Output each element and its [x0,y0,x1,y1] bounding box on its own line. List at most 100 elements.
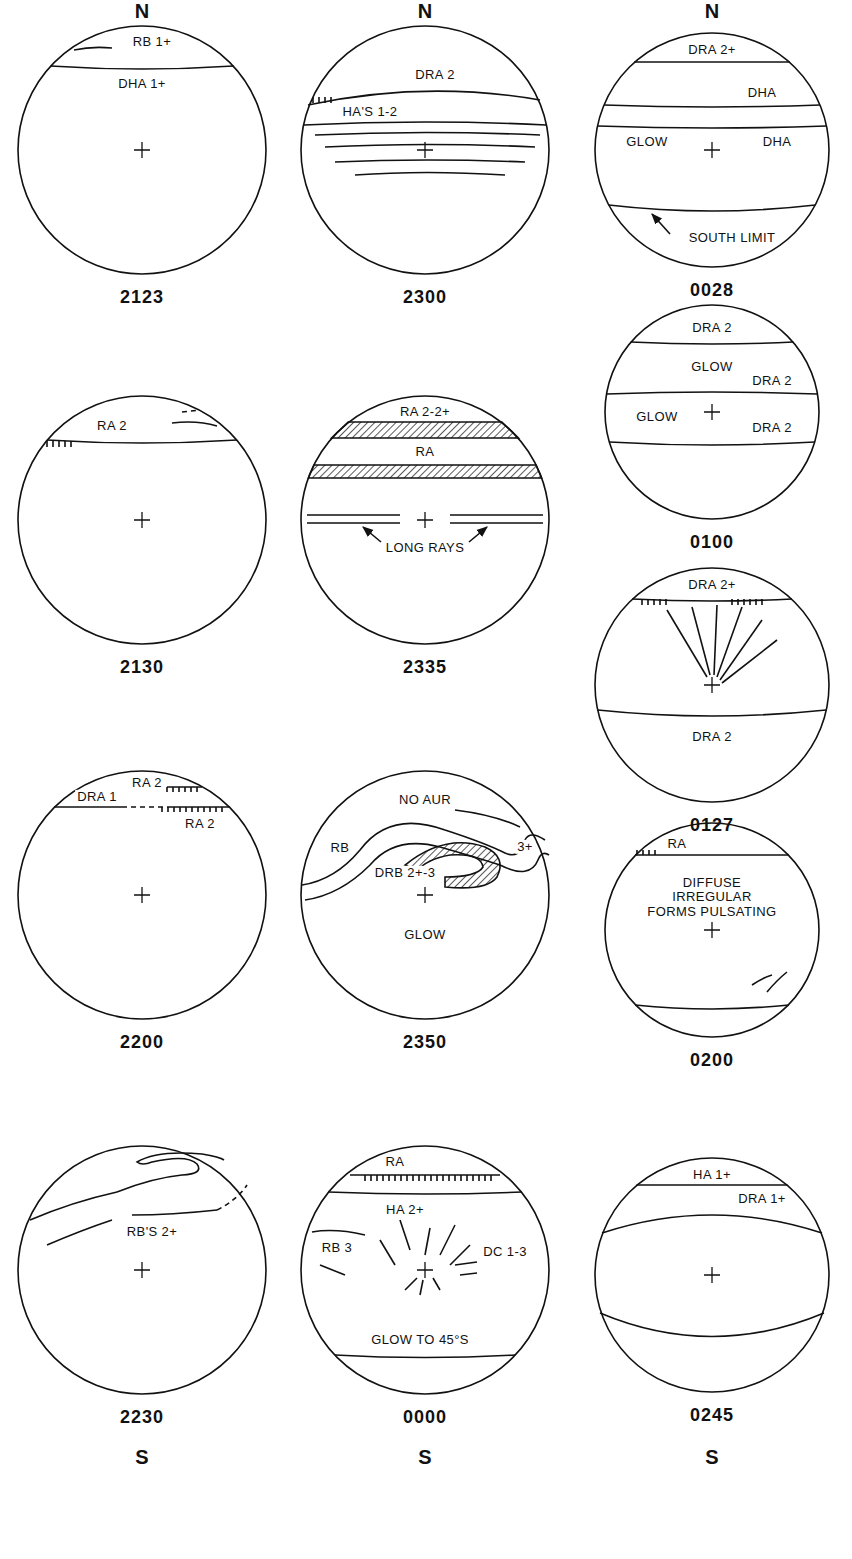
zenith-cross [704,677,720,693]
time-label: 0100 [690,532,734,553]
aurora-label: RB [329,841,352,855]
aurora-label: GLOW [689,360,734,374]
aurora-label: DRA 2 [750,374,794,388]
aurora-stroke [460,1273,477,1275]
aurora-stroke [767,972,787,992]
aurora-label: RA [666,837,689,851]
aurora-stroke [637,850,655,855]
time-label: 0245 [690,1405,734,1426]
aurora-stroke [328,1192,521,1194]
aurora-label: SOUTH LIMIT [687,231,778,245]
aurora-stroke [604,105,820,107]
aurora-stroke [335,160,525,162]
aurora-stroke [642,599,666,605]
sky-sketch [17,770,267,1020]
time-label: 2130 [120,657,164,678]
sky-sketch [300,395,550,645]
zenith-cross [417,1262,433,1278]
aurora-label: HA 1+ [691,1168,733,1182]
time-label: 2335 [403,657,447,678]
aurora-label: DRA 2 [750,421,794,435]
direction-label: N [135,0,149,23]
aurora-stroke [217,1185,247,1210]
aurora-stroke [332,422,519,438]
aurora-stroke [598,126,827,128]
aurora-label: DRA 2 [690,730,734,744]
aurora-stroke [455,1262,477,1265]
aurora-stroke [365,1175,491,1181]
aurora-stroke [450,1245,470,1265]
aurora-label: LONG RAYS [384,541,467,555]
sky-circle: RA 2 2130 [17,395,267,685]
aurora-stroke [469,527,487,542]
horizon-circle [301,771,549,1019]
direction-label: S [705,1446,718,1469]
aurora-label: HA 2+ [384,1203,426,1217]
sky-sketch [17,395,267,645]
zenith-cross [417,512,433,528]
aurora-stroke [182,410,200,412]
aurora-label: RA 2-2+ [398,405,452,419]
horizon-circle [595,568,829,802]
aurora-stroke [420,1280,423,1295]
aurora-label: DRB 2+-3 [373,866,438,880]
aurora-stroke [74,47,112,50]
aurora-stroke [380,1240,395,1265]
aurora-label: GLOW [634,410,679,424]
horizon-circle [18,771,266,1019]
time-label: 0200 [690,1050,734,1071]
horizon-circle [18,26,266,274]
horizon-circle [595,33,829,267]
aurora-label: GLOW TO 45°S [369,1333,471,1347]
aurora-label: DIFFUSE IRREGULAR FORMS PULSATING [645,876,779,919]
zenith-cross [704,922,720,938]
aurora-stroke [47,1220,112,1245]
aurora-label: RA 2 [95,419,129,433]
sky-circle: DRA 2HA'S 1-22300 [300,25,550,315]
sky-sketch [604,822,820,1038]
aurora-stroke [634,61,790,63]
time-label: 2300 [403,287,447,308]
aurora-label: DHA 1+ [116,77,168,91]
zenith-cross [134,887,150,903]
aurora-stroke [433,1278,440,1290]
time-label: 0000 [403,1407,447,1428]
horizon-circle [18,396,266,644]
aurora-label: RA 2 [183,817,217,831]
horizon-circle [301,1146,549,1394]
sky-circle: RB'S 2+2230 [17,1145,267,1435]
sky-circle: RA 2DRA 1RA 22200 [17,770,267,1060]
aurora-stroke [602,1215,822,1233]
aurora-stroke [50,66,233,69]
aurora-label: GLOW [402,928,447,942]
sky-circle: RB 1+DHA 1+2123 [17,25,267,315]
time-label: 2350 [403,1032,447,1053]
aurora-stroke [400,1220,410,1250]
aurora-label: 3+ [515,840,535,854]
aurora-label: RB'S 2+ [125,1225,179,1239]
aurora-stroke [425,1228,430,1255]
zenith-cross [704,142,720,158]
sky-circle: RA 2-2+ RA LONG RAYS 2335 [300,395,550,685]
aurora-stroke [307,515,400,523]
time-label: 2200 [120,1032,164,1053]
aurora-stroke [355,173,505,176]
sky-circle: DRA 2+DRA 20127 [594,567,830,843]
aurora-label: RA [414,445,437,459]
aurora-stroke [315,133,540,136]
zenith-cross [134,512,150,528]
aurora-stroke [320,1265,345,1275]
aurora-stroke [308,91,540,105]
direction-label: N [705,0,719,23]
aurora-label: DHA [746,86,779,100]
sky-sketch [594,1157,830,1393]
aurora-label: DRA 2+ [686,43,738,57]
direction-label: S [418,1446,431,1469]
aurora-label: DHA [761,135,794,149]
sky-circle: RA DIFFUSE IRREGULAR FORMS PULSATING 0200 [604,822,820,1078]
sky-circle: DRA 2+DHAGLOWDHASOUTH LIMIT0028 [594,32,830,308]
aurora-stroke [607,392,818,394]
time-label: 0127 [690,815,734,836]
aurora-stroke [325,145,535,148]
sky-sketch [17,1145,267,1395]
